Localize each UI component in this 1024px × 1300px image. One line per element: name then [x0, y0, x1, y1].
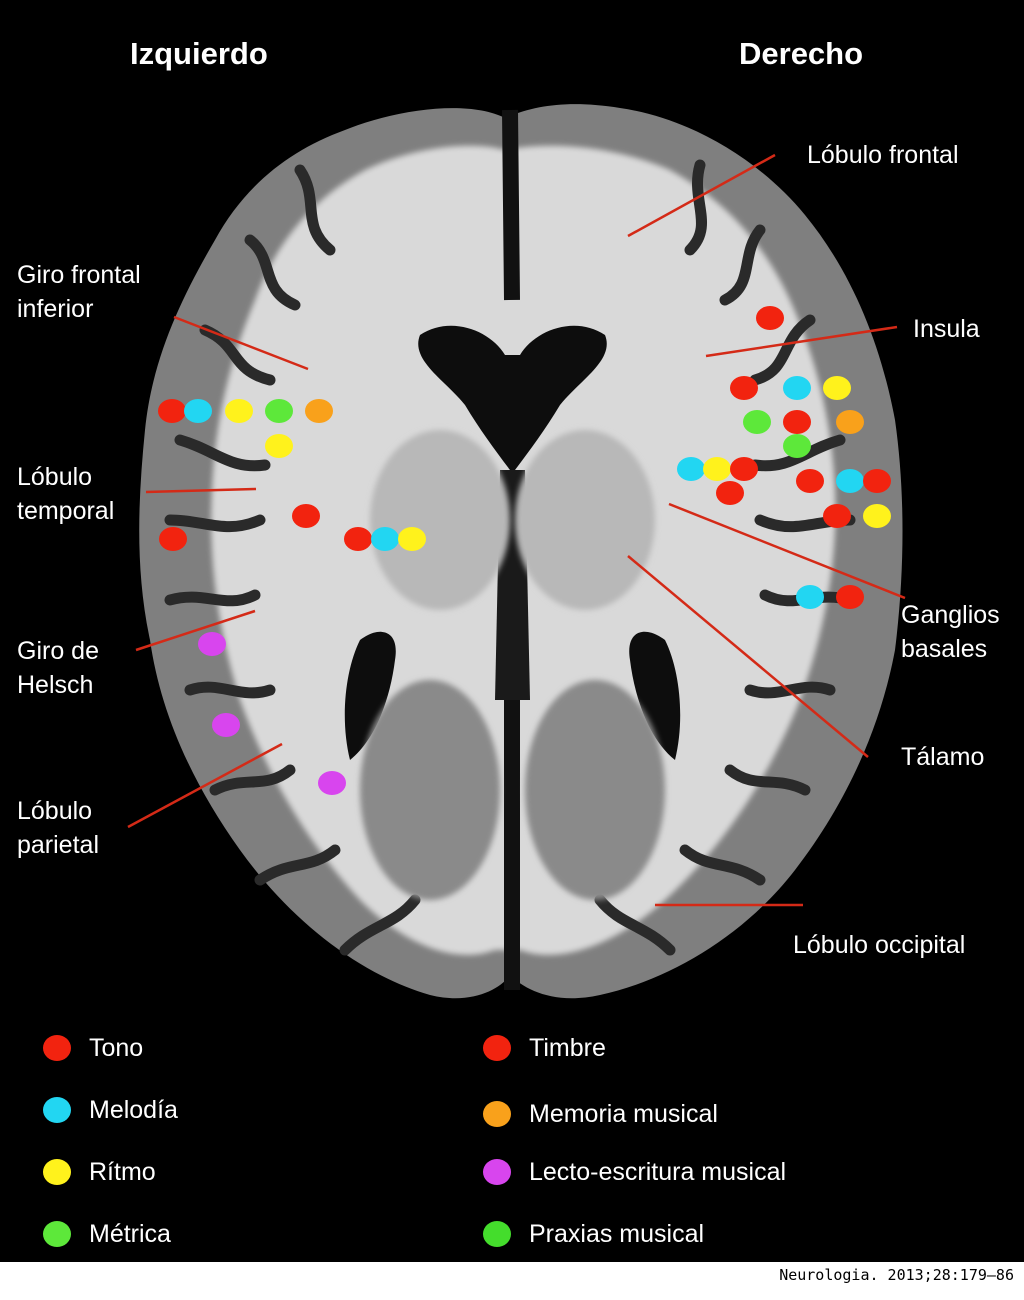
legend-metrica: Métrica — [43, 1217, 171, 1251]
legend-label: Rítmo — [89, 1157, 156, 1186]
dot-memoria — [305, 399, 333, 423]
legend-timbre: Timbre — [483, 1031, 606, 1065]
title-left: Izquierdo — [130, 36, 268, 71]
label-heschl-gyrus: Giro de Helsch — [17, 637, 99, 699]
dot-metrica — [743, 410, 771, 434]
dot-tono — [756, 306, 784, 330]
legend-ritmo: Rítmo — [43, 1155, 156, 1189]
dot-tono — [159, 527, 187, 551]
legend-label: Timbre — [529, 1033, 606, 1062]
dot-lecto — [198, 632, 226, 656]
dot-ritmo — [225, 399, 253, 423]
dot-tono — [796, 469, 824, 493]
legend-swatch — [483, 1101, 511, 1127]
dot-tono — [730, 376, 758, 400]
dot-ritmo — [823, 376, 851, 400]
occipital-gray-left — [360, 680, 500, 900]
label-temporal-lobe: Lóbulo temporal — [17, 463, 115, 525]
dot-metrica — [265, 399, 293, 423]
brain-illustration — [127, 104, 906, 999]
dot-melodia — [836, 469, 864, 493]
dot-tono — [716, 481, 744, 505]
label-basal-ganglia: Ganglios basales — [901, 601, 1000, 663]
dot-tono — [783, 410, 811, 434]
leader-lines — [127, 153, 906, 907]
label-frontal-lobe: Lóbulo frontal — [807, 141, 959, 169]
dot-melodia — [796, 585, 824, 609]
citation: Neurologia. 2013;28:179–86 — [779, 1266, 1014, 1284]
dot-tono — [292, 504, 320, 528]
legend-swatch — [43, 1097, 71, 1123]
dot-melodia — [677, 457, 705, 481]
basal-ganglia-left — [370, 430, 510, 610]
legend-label: Melodía — [89, 1095, 178, 1124]
label-inferior-frontal-gyrus: Giro frontal inferior — [17, 261, 141, 323]
legend-memoria: Memoria musical — [483, 1097, 718, 1131]
label-parietal-lobe: Lóbulo parietal — [17, 797, 99, 859]
dot-tono — [730, 457, 758, 481]
label-insula: Insula — [913, 315, 980, 343]
dot-tono — [836, 585, 864, 609]
legend-label: Praxias musical — [529, 1219, 705, 1248]
legend-swatch — [43, 1159, 71, 1185]
dot-ritmo — [398, 527, 426, 551]
label-thalamus: Tálamo — [901, 743, 985, 771]
legend-label: Lecto-escritura musical — [529, 1157, 787, 1186]
dot-lecto — [318, 771, 346, 795]
dot-timbre — [158, 399, 186, 423]
title-right: Derecho — [739, 36, 864, 71]
legend-label: Tono — [89, 1033, 144, 1062]
basal-ganglia-right — [515, 430, 655, 610]
dot-ritmo — [863, 504, 891, 528]
legend-swatch — [43, 1221, 71, 1247]
dot-tono — [863, 469, 891, 493]
dot-ritmo — [703, 457, 731, 481]
occipital-gray-right — [525, 680, 665, 900]
dot-melodia — [184, 399, 212, 423]
dot-memoria — [836, 410, 864, 434]
dot-tono — [344, 527, 372, 551]
legend-melodia: Melodía — [43, 1093, 178, 1127]
legend-praxias: Praxias musical — [483, 1217, 704, 1251]
legend-lecto: Lecto-escritura musical — [483, 1155, 786, 1189]
activation-dots — [158, 306, 891, 795]
legend-label: Memoria musical — [529, 1099, 718, 1128]
dot-ritmo — [265, 434, 293, 458]
posterior-horns — [344, 631, 681, 760]
legend-swatch — [483, 1159, 511, 1185]
legend-label: Métrica — [89, 1219, 171, 1248]
dot-melodia — [783, 376, 811, 400]
dot-tono — [823, 504, 851, 528]
label-occipital-lobe: Lóbulo occipital — [793, 931, 966, 959]
lateral-ventricles — [418, 325, 607, 470]
legend-swatch — [483, 1221, 511, 1247]
dot-melodia — [371, 527, 399, 551]
legend-swatch — [43, 1035, 71, 1061]
legend-swatch — [483, 1035, 511, 1061]
brain-figure: Izquierdo Derecho Lóbulo frontal Giro fr… — [0, 0, 1024, 1262]
legend-tono: Tono — [43, 1031, 143, 1065]
dot-lecto — [212, 713, 240, 737]
dot-metrica — [783, 434, 811, 458]
